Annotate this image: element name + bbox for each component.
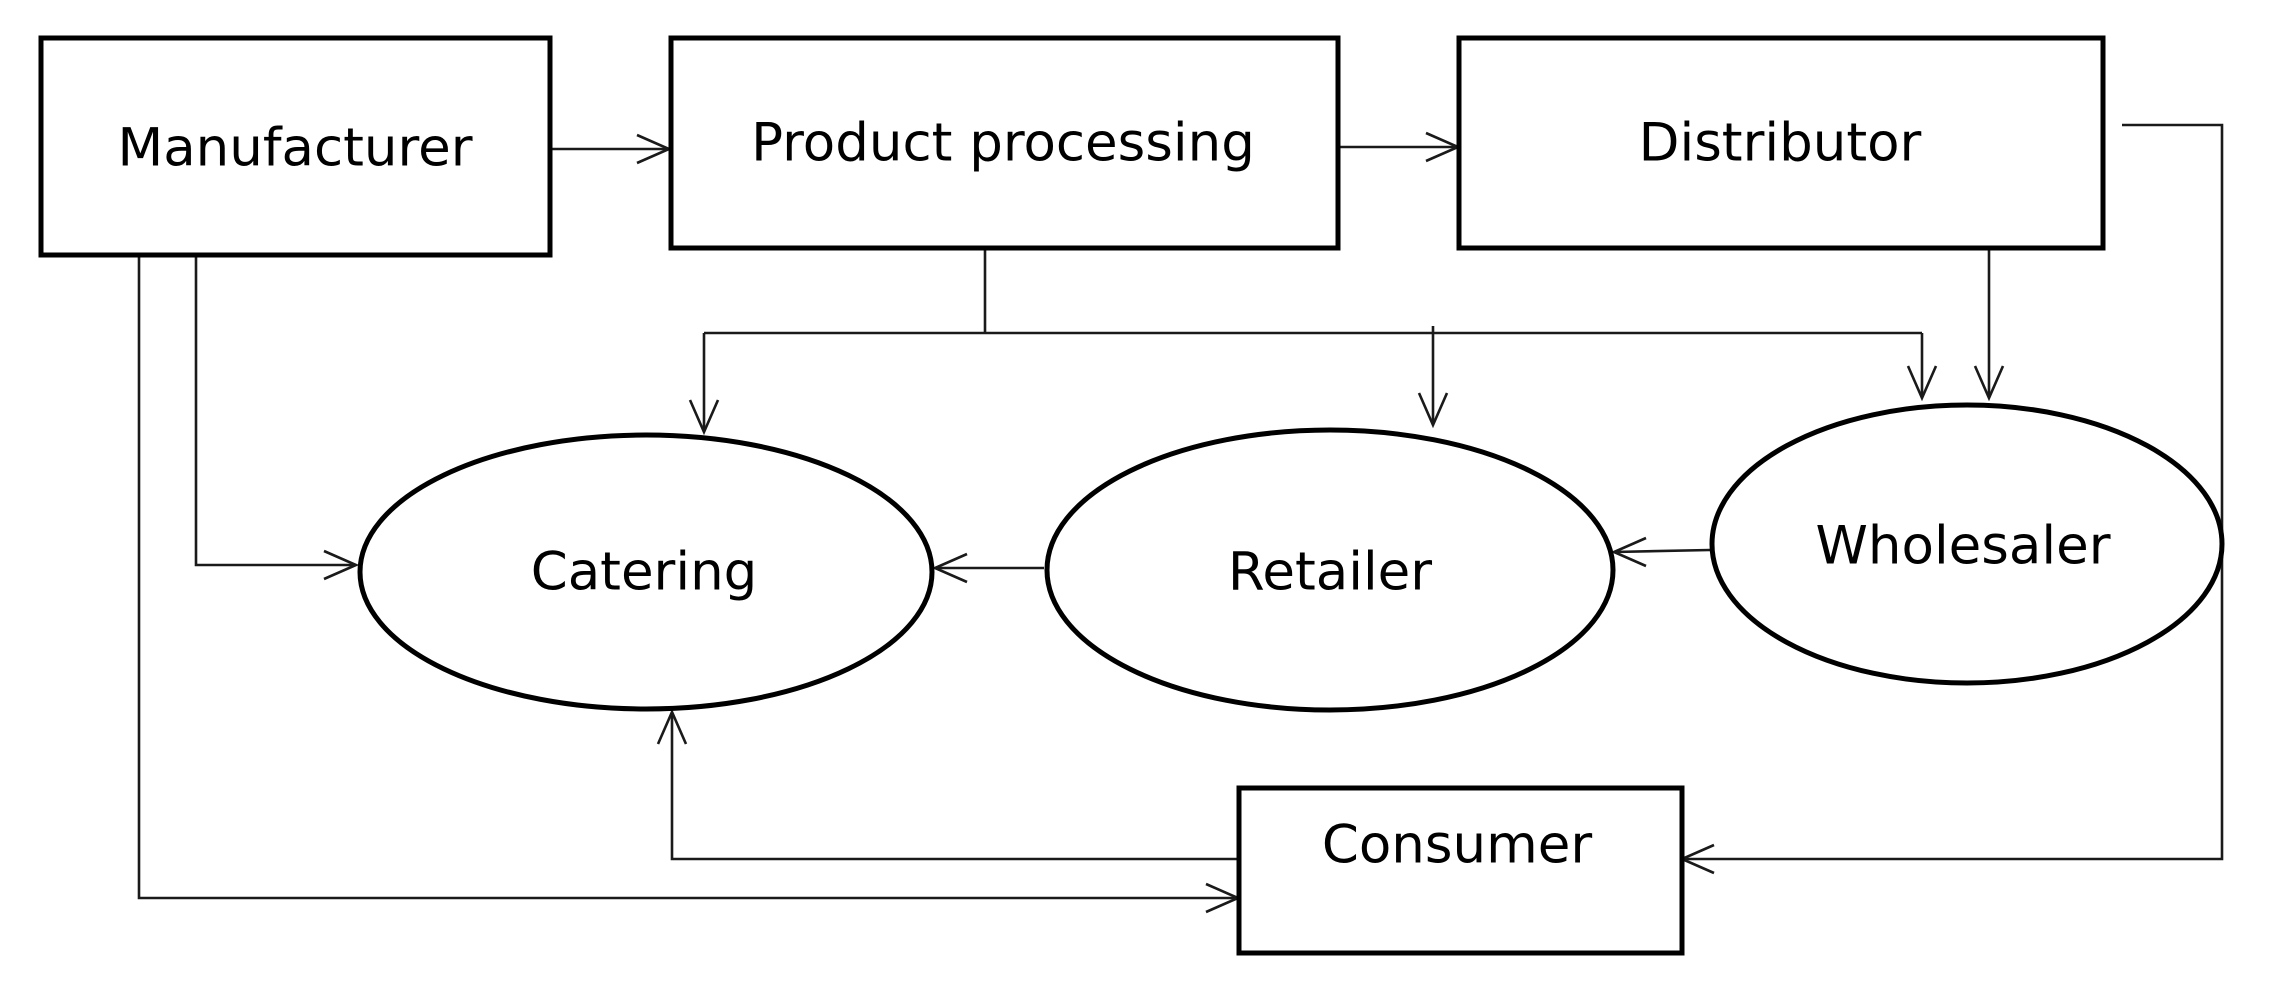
catering-label: Catering: [531, 542, 758, 603]
node-wholesaler: Wholesaler: [1709, 402, 2225, 686]
retailer-ellipse: [1044, 427, 1616, 713]
arrowhead-product-processing-to-catering: [688, 399, 720, 436]
arrowhead-retailer-to-catering: [931, 552, 968, 584]
manufacturer-label: Manufacturer: [117, 118, 472, 179]
node-product-processing: Product processing: [668, 35, 1341, 251]
node-retailer: Retailer: [1044, 427, 1616, 713]
consumer-label: Consumer: [1322, 815, 1592, 876]
consumer-box: [1236, 785, 1685, 956]
node-consumer: Consumer: [1236, 785, 1685, 956]
node-catering: Catering: [357, 432, 935, 712]
node-distributor: Distributor: [1456, 35, 2106, 251]
arrowhead-wholesaler-to-retailer: [1610, 536, 1647, 568]
product-processing-box: [668, 35, 1341, 251]
node-manufacturer: Manufacturer: [38, 35, 553, 258]
edge-wholesaler-to-retailer: [1613, 548, 1711, 554]
edge-consumer-to-catering: [670, 712, 1238, 861]
retailer-label: Retailer: [1228, 542, 1432, 603]
edge-manufacturer-to-consumer: [137, 255, 1238, 900]
arrowhead-consumer-to-catering: [656, 708, 688, 745]
distributor-box: [1456, 35, 2106, 251]
catering-ellipse: [357, 432, 935, 712]
arrowhead-distributor-to-wholesaler: [1973, 365, 2005, 402]
distributor-label: Distributor: [1639, 113, 1922, 174]
product-processing-label: Product processing: [751, 113, 1255, 174]
arrowhead-manufacturer-to-catering: [323, 549, 360, 581]
wholesaler-label: Wholesaler: [1816, 516, 2111, 577]
edges: [137, 123, 2224, 900]
manufacturer-box: [38, 35, 553, 258]
edge-manufacturer-to-catering: [194, 255, 356, 567]
arrowhead-product-processing-to-retailer: [1417, 392, 1449, 429]
arrowhead-product-processing-to-wholesaler: [1906, 365, 1938, 402]
edge-distributor-to-consumer: [1682, 123, 2224, 861]
wholesaler-ellipse: [1709, 402, 2225, 686]
